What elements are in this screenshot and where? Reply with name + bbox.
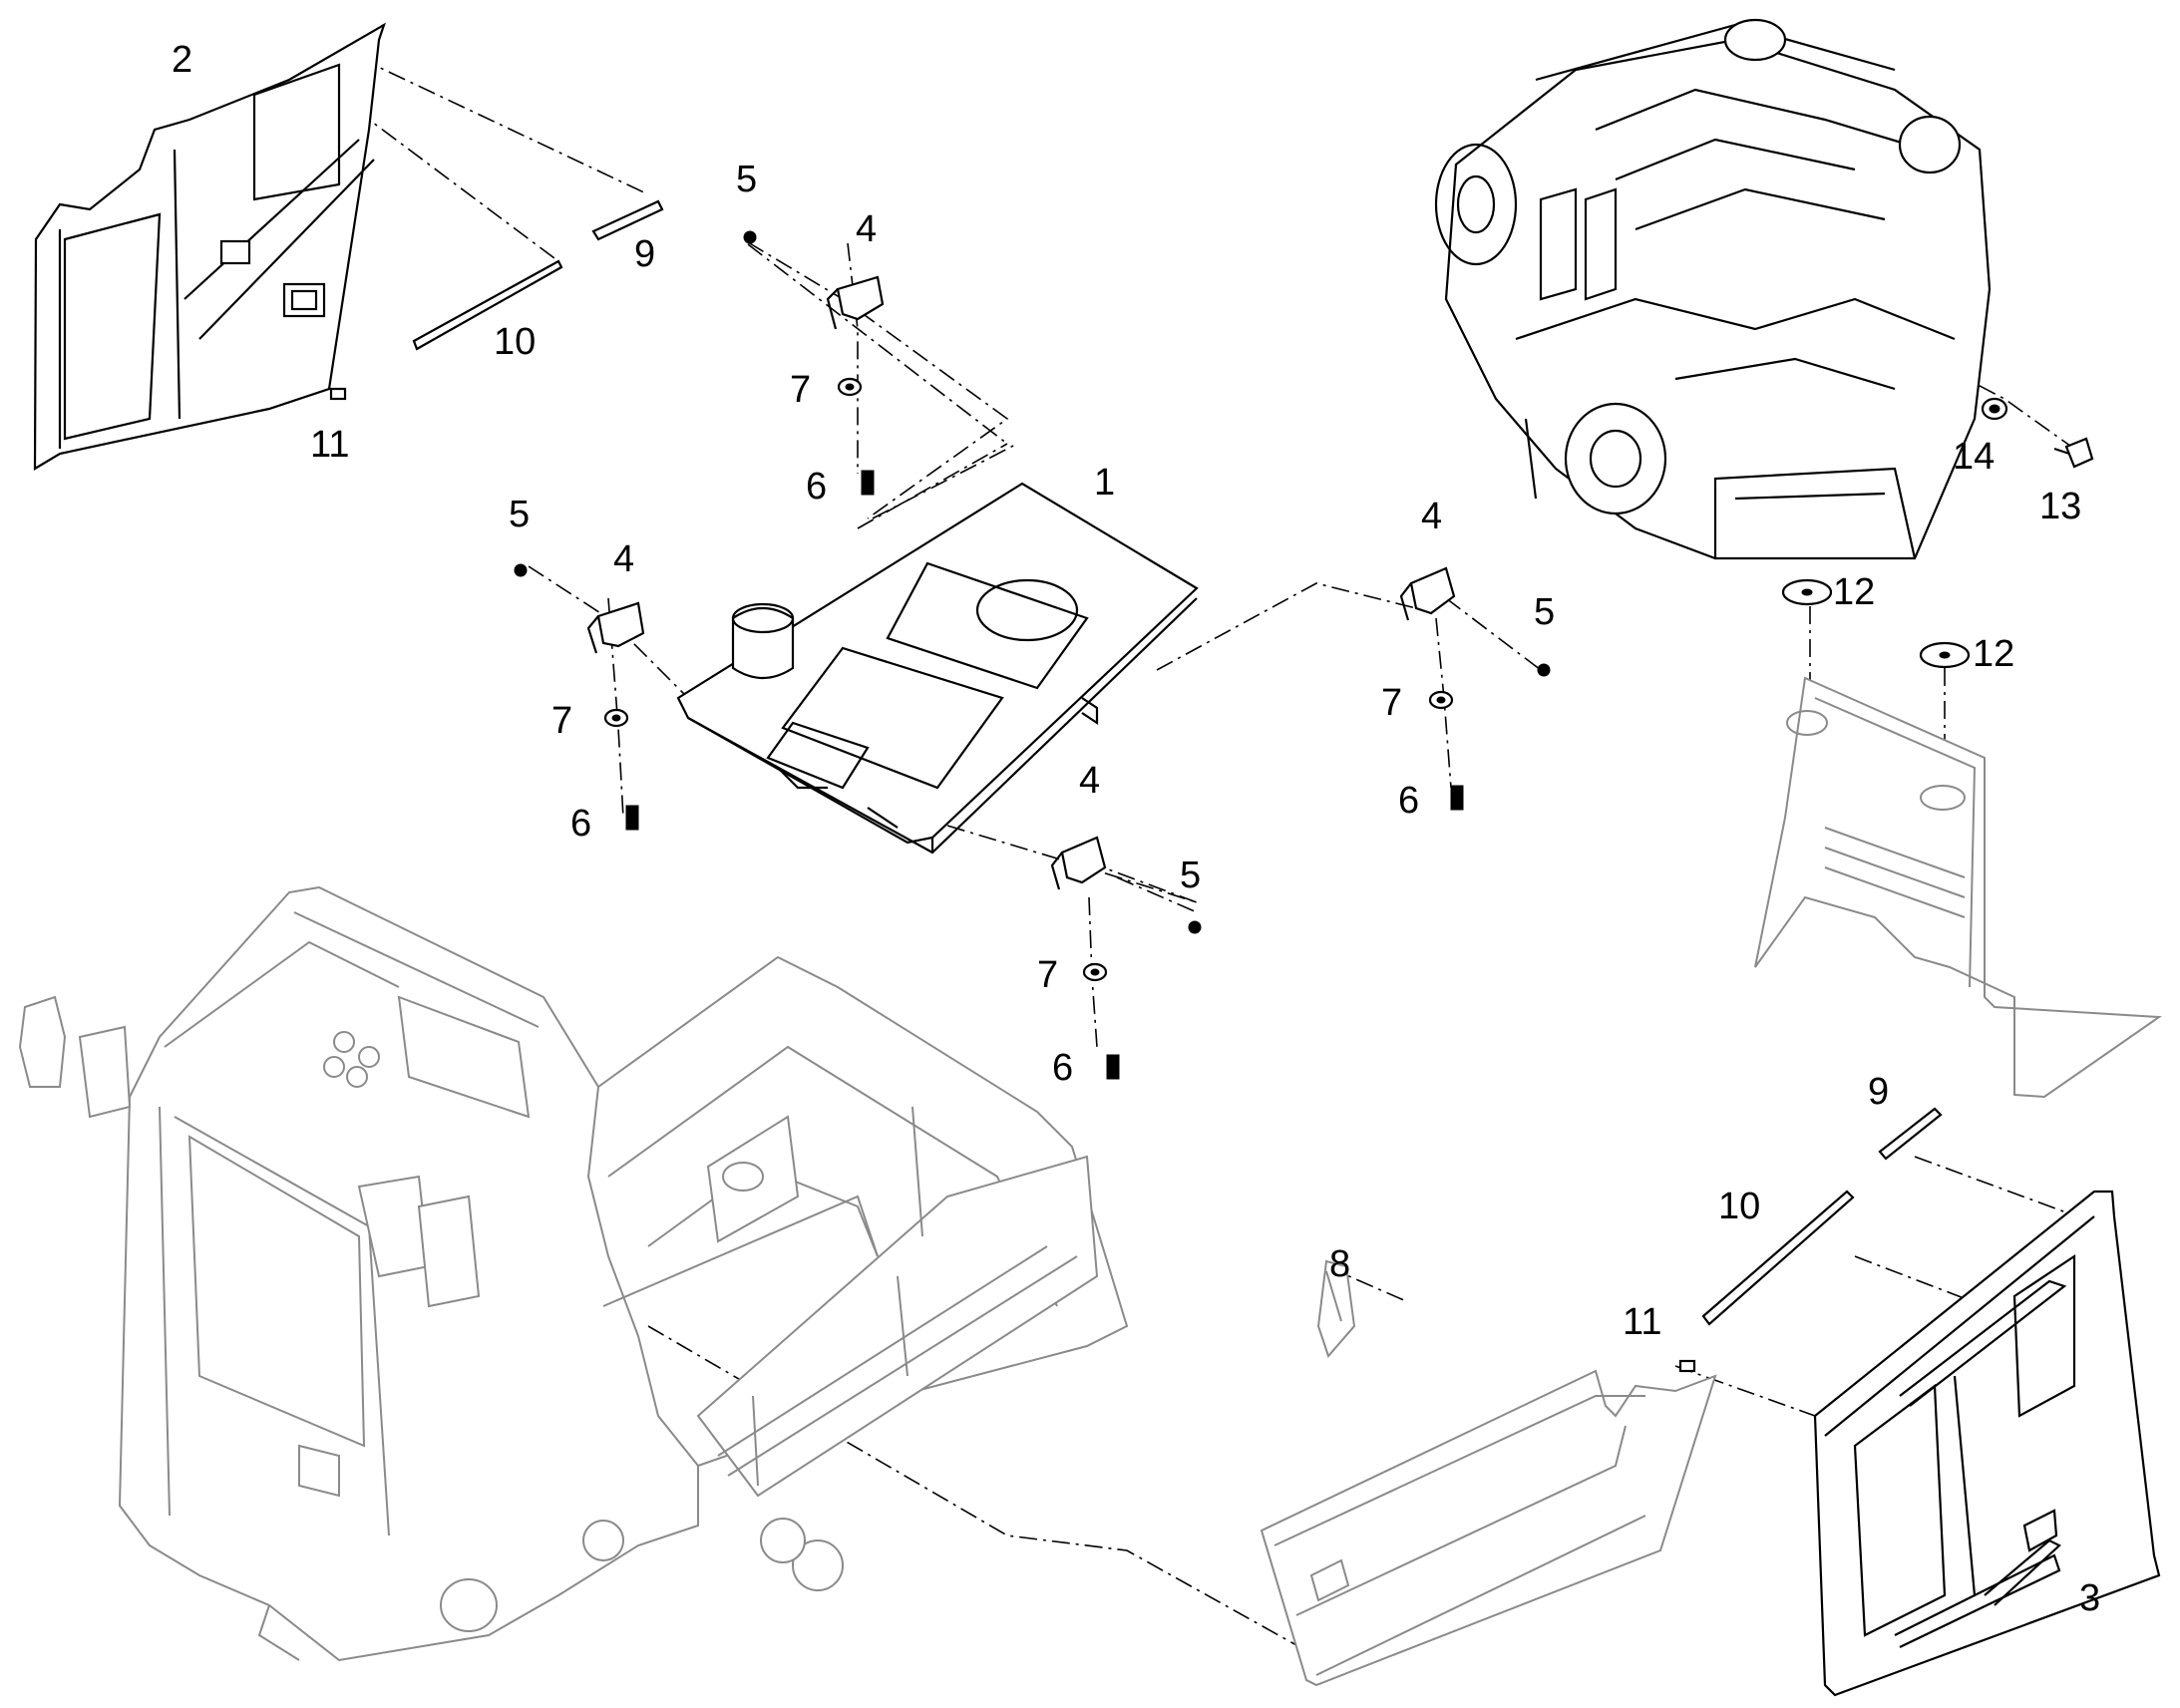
callout-6-a: 6 <box>806 466 827 508</box>
callout-11-b: 11 <box>1623 1301 1661 1343</box>
callout-4-b: 4 <box>613 538 634 580</box>
callout-7-c: 7 <box>1381 682 1402 724</box>
callout-6-b: 6 <box>570 803 591 845</box>
hinge-set-c <box>1399 566 1551 811</box>
callout-3: 3 <box>2079 1577 2100 1619</box>
callout-12-b: 12 <box>1973 633 2014 675</box>
callout-7-a: 7 <box>790 369 811 411</box>
callout-4-a: 4 <box>856 208 877 250</box>
seal-strips-lower <box>1678 1107 1943 1373</box>
cover-plate <box>676 482 1199 854</box>
door-panel-right <box>1813 1190 2161 1697</box>
callout-6-c: 6 <box>1398 780 1419 822</box>
callout-9-a: 9 <box>634 233 655 275</box>
callout-10-a: 10 <box>494 321 536 363</box>
hinge-set-a <box>743 230 885 496</box>
callout-8: 8 <box>1329 1243 1350 1285</box>
callout-1: 1 <box>1094 462 1115 504</box>
door-panel-left <box>33 22 386 471</box>
callout-11-a: 11 <box>310 424 349 466</box>
callout-2: 2 <box>172 39 192 81</box>
hinge-set-d <box>1050 836 1202 1080</box>
callout-9-b: 9 <box>1868 1071 1889 1113</box>
seal-strips-upper <box>329 199 664 401</box>
callout-7-b: 7 <box>551 700 572 742</box>
callout-4-d: 4 <box>1079 760 1100 802</box>
callout-7-d: 7 <box>1037 954 1058 996</box>
callout-5-d: 5 <box>1180 854 1201 896</box>
callout-4-c: 4 <box>1421 496 1442 537</box>
callout-6-d: 6 <box>1052 1047 1073 1089</box>
callout-5-a: 5 <box>736 159 757 200</box>
callout-12-a: 12 <box>1833 571 1875 613</box>
callout-5-b: 5 <box>509 494 530 535</box>
chassis-frame <box>18 885 1129 1662</box>
callout-labels: 1 2 3 4 4 4 4 5 5 5 5 6 6 6 6 7 7 7 7 8 … <box>172 39 2100 1619</box>
callout-14: 14 <box>1953 436 1995 478</box>
side-panel-lower <box>1260 1259 1717 1687</box>
hinge-set-b <box>514 563 645 831</box>
callout-10-b: 10 <box>1718 1186 1760 1227</box>
callout-13: 13 <box>2039 486 2081 527</box>
engine <box>1434 18 2094 560</box>
radiator-bracket <box>1754 578 2162 1099</box>
callout-5-c: 5 <box>1534 591 1555 633</box>
